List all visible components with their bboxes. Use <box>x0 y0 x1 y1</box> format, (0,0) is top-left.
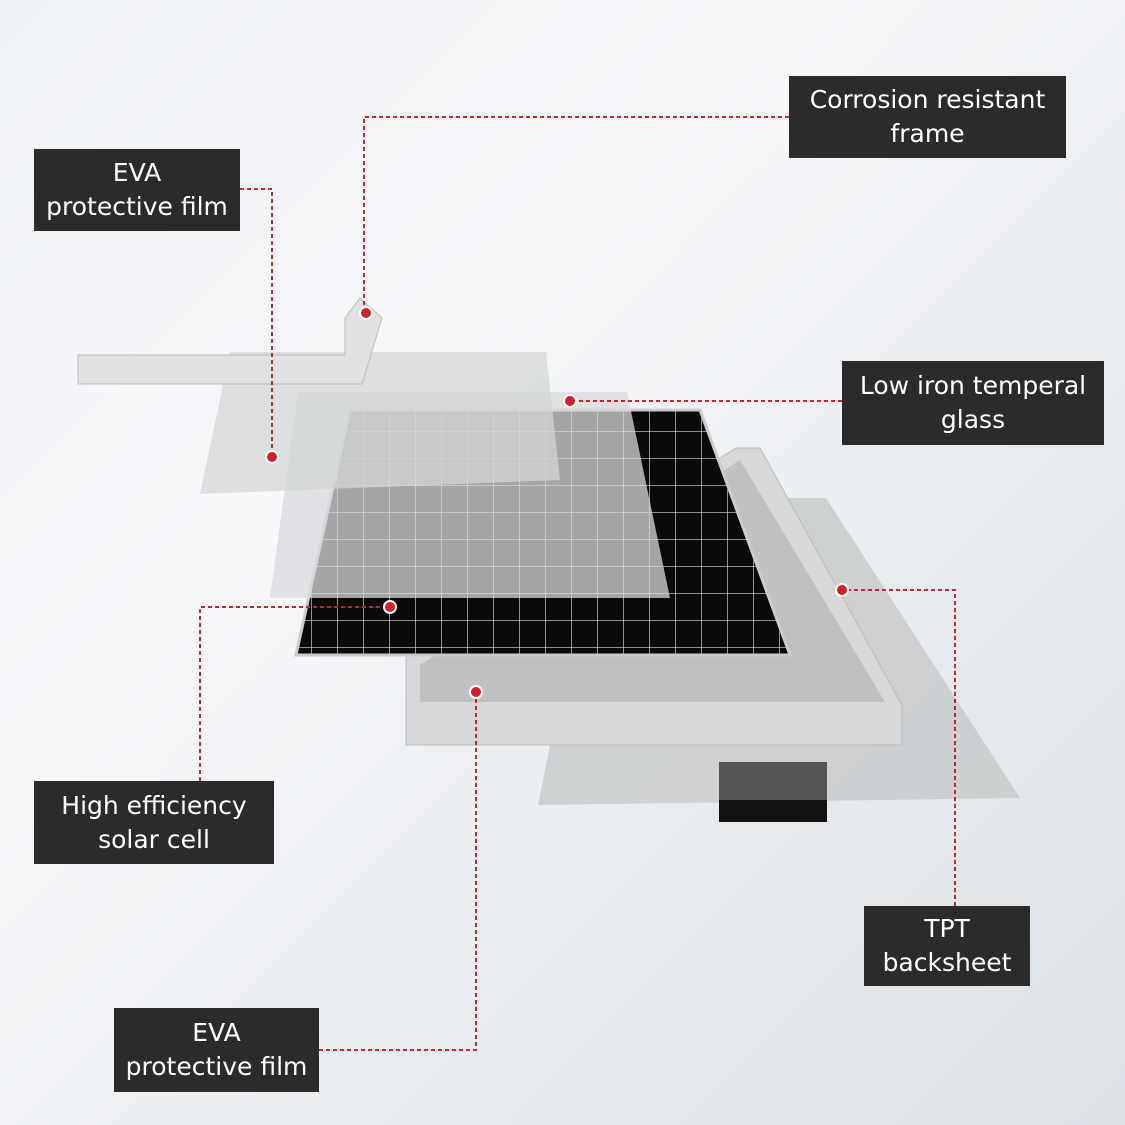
top-eva-film <box>200 352 560 494</box>
top-frame <box>77 297 383 385</box>
label-glass: Low iron temperal glass <box>842 361 1104 445</box>
label-eva-bottom: EVA protective film <box>114 1008 319 1092</box>
leader-lines <box>199 116 956 1051</box>
leader-dots <box>265 306 849 699</box>
label-frame: Corrosion resistant frame <box>789 76 1066 158</box>
label-eva-top: EVA protective film <box>34 149 240 231</box>
label-backsheet: TPT backsheet <box>864 906 1030 986</box>
label-cell: High efficiency solar cell <box>34 781 274 864</box>
